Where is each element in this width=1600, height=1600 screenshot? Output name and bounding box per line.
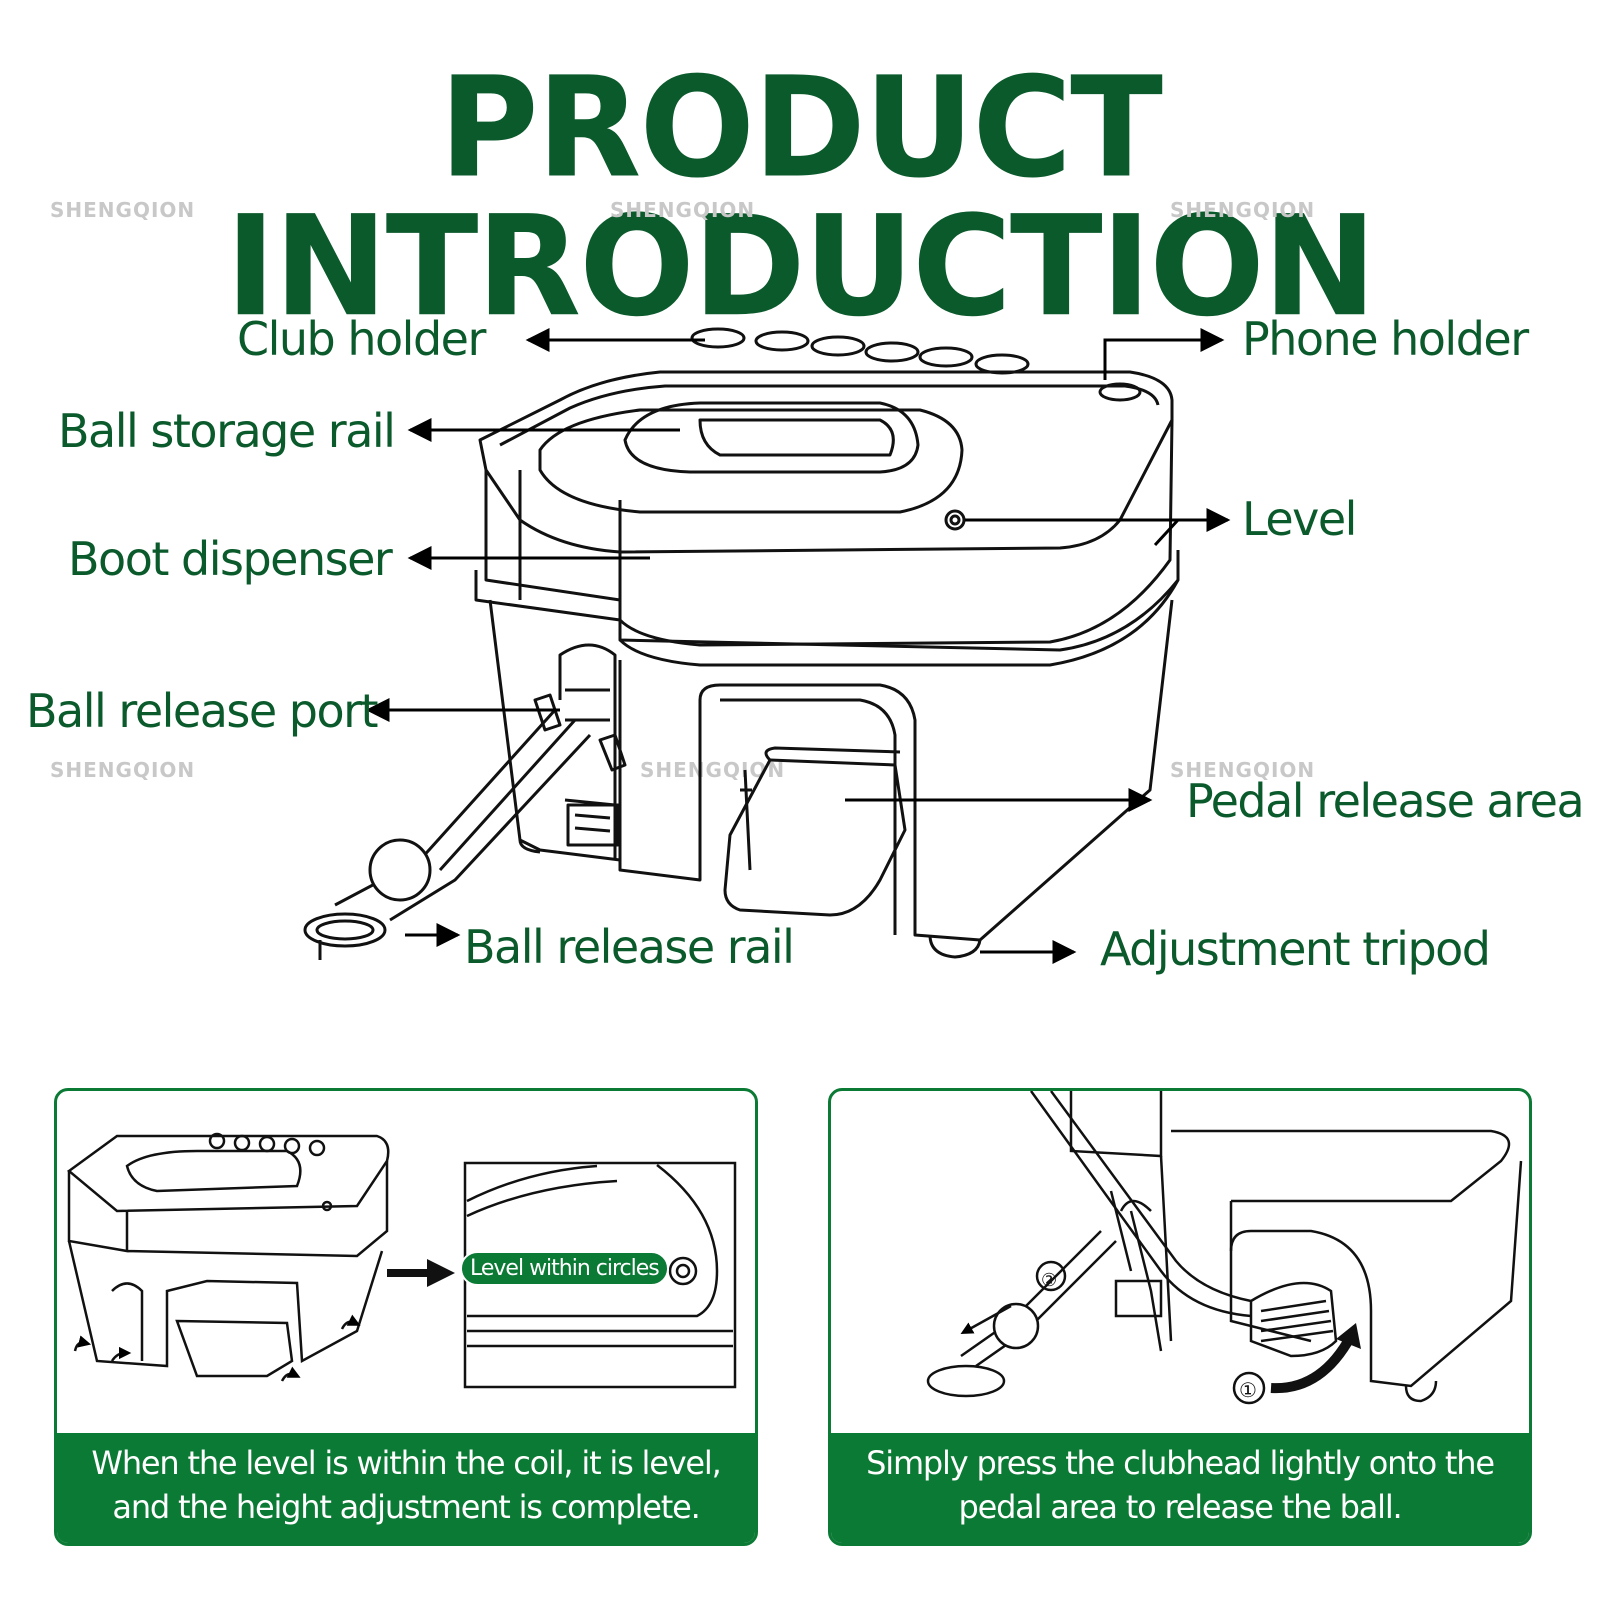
pedal-release-panel: ② ① Simply press the clubhead lightly on… (828, 1088, 1532, 1546)
label-adjustment-tripod: Adjustment tripod (1100, 922, 1491, 976)
watermark: SHENGQION (50, 758, 196, 782)
label-level: Level (1242, 492, 1357, 546)
pedal-caption-line1: Simply press the clubhead lightly onto t… (866, 1444, 1495, 1482)
label-boot-dispenser: Boot dispenser (68, 532, 393, 586)
pedal-caption-line2: pedal area to release the ball. (958, 1488, 1402, 1526)
label-pedal-release-area: Pedal release area (1186, 774, 1585, 828)
label-ball-release-rail: Ball release rail (464, 920, 795, 974)
pedal-release-illustration: ② ① (926, 1091, 1523, 1405)
product-diagram (303, 327, 1231, 964)
step-two-marker: ② (1041, 1270, 1057, 1291)
level-caption-line2: and the height adjustment is complete. (112, 1488, 700, 1526)
page-title: PRODUCT INTRODUCTION (225, 48, 1376, 348)
label-ball-release-port: Ball release port (26, 684, 379, 738)
step-one-marker: ① (1239, 1378, 1257, 1402)
label-club-holder: Club holder (237, 312, 486, 366)
label-ball-storage-rail: Ball storage rail (58, 404, 396, 458)
watermark: SHENGQION (50, 198, 196, 222)
watermark: SHENGQION (610, 198, 756, 222)
level-badge: Level within circles (460, 1251, 669, 1286)
level-caption-line1: When the level is within the coil, it is… (91, 1444, 721, 1482)
pedal-caption: Simply press the clubhead lightly onto t… (831, 1433, 1529, 1543)
watermark: SHENGQION (1170, 198, 1316, 222)
level-adjustment-illustration (66, 1132, 737, 1389)
label-phone-holder: Phone holder (1242, 312, 1529, 366)
level-adjustment-panel: Level within circles When the level is w… (54, 1088, 758, 1546)
watermark: SHENGQION (1170, 758, 1316, 782)
level-caption: When the level is within the coil, it is… (57, 1433, 755, 1543)
